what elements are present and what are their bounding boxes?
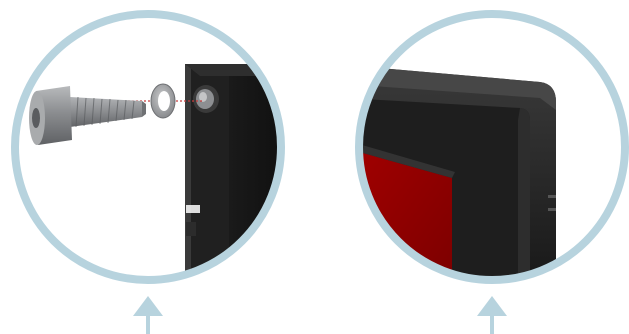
right-detail-panel bbox=[345, 14, 625, 300]
washer bbox=[151, 84, 175, 118]
mounting-hole bbox=[193, 85, 219, 113]
left-pointer-arrow bbox=[133, 296, 163, 334]
right-pointer-arrow bbox=[477, 296, 507, 334]
left-detail-panel bbox=[15, 14, 295, 294]
